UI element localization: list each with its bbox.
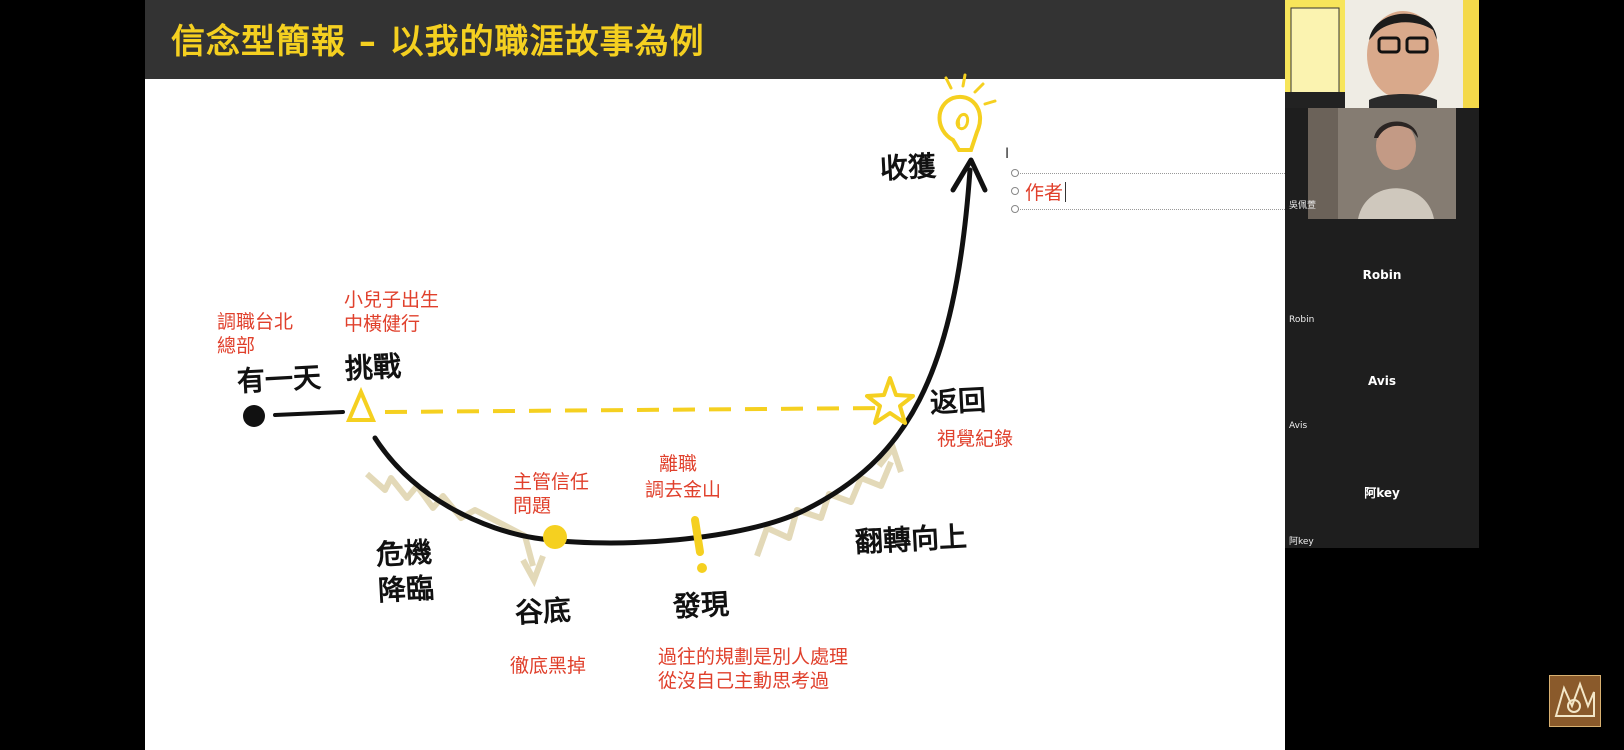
label-blackout: 徹底黑掉 <box>510 655 587 677</box>
curve-arrowhead <box>950 157 988 193</box>
label-return-sub: 視覺紀錄 <box>937 428 1014 450</box>
hand-bottom: 谷底 <box>514 593 572 630</box>
participant-name-center: 阿key <box>1364 486 1400 500</box>
lightbulb-swirl <box>955 113 970 131</box>
label-resign-line1: 離職 <box>659 453 698 475</box>
hand-crisis-line2: 降臨 <box>377 571 435 608</box>
label-child-line1: 小兒子出生 <box>344 289 440 311</box>
text-cursor-icon: I <box>1005 146 1010 162</box>
hand-gain: 收獲 <box>879 149 937 186</box>
author-textbox[interactable]: 作者 <box>1011 169 1285 213</box>
start-line <box>273 410 345 417</box>
hand-crisis-line1: 危機 <box>375 535 433 572</box>
hand-challenge: 挑戰 <box>344 349 402 386</box>
textbox-handle-ml[interactable] <box>1011 187 1019 195</box>
discover-exclamation <box>691 516 704 556</box>
textbox-handle-tl[interactable] <box>1011 169 1019 177</box>
label-transfer-line1: 調職台北 <box>217 311 294 333</box>
crisis-zigzag <box>365 471 536 567</box>
participant-name-small: Robin <box>1289 315 1315 325</box>
hand-return: 返回 <box>929 383 987 420</box>
label-trust: 主管信任 問題 <box>513 470 589 518</box>
label-transfer-line2: 總部 <box>217 335 256 357</box>
participant-name-label: 吳佩萱 <box>1289 201 1317 211</box>
label-resign-line2: 調去金山 <box>645 479 722 501</box>
participants-panel: 吳佩萱 Robin Robin Avis Avis 阿key 阿key <box>1285 0 1479 548</box>
slide-title-bar: 信念型簡報 – 以我的職涯故事為例 <box>145 0 1285 79</box>
turn-up-zigzag <box>754 460 894 558</box>
participant-name-small: 阿key <box>1289 537 1314 547</box>
label-plans-line1: 過往的規劃是別人處理 <box>658 646 849 668</box>
speaker-video-frame <box>1285 0 1479 108</box>
label-transfer: 調職台北 總部 <box>217 310 293 358</box>
textbox-bottom-border <box>1015 209 1285 210</box>
return-star <box>865 376 915 425</box>
participant-name-small: Avis <box>1289 421 1308 431</box>
participant-video-frame <box>1308 108 1456 219</box>
challenge-triangle <box>345 386 377 422</box>
participant-name-center: Avis <box>1368 374 1396 388</box>
textbox-top-border <box>1015 173 1285 174</box>
lightbulb-rays <box>944 73 997 106</box>
turn-up-arrowhead <box>876 441 904 473</box>
channel-logo-icon <box>1549 675 1601 727</box>
slide: 信念型簡報 – 以我的職涯故事為例 調職台北 總部 小兒子出生 <box>145 0 1285 750</box>
label-trust-line2: 問題 <box>513 495 552 517</box>
bottom-dot <box>543 525 567 549</box>
textbox-handle-bl[interactable] <box>1011 205 1019 213</box>
participant-tile-robin[interactable]: Robin Robin <box>1285 220 1479 326</box>
participant-tile-akey[interactable]: 阿key 阿key <box>1285 432 1479 548</box>
discover-exclamation-dot <box>697 563 707 573</box>
label-plans: 過往的規劃是別人處理 從沒自己主動思考過 <box>658 645 848 693</box>
gain-lightbulb <box>937 94 983 152</box>
participant-tile-avis[interactable]: Avis Avis <box>1285 326 1479 432</box>
hand-discover: 發現 <box>672 587 730 624</box>
main-curve <box>372 167 973 546</box>
hand-one-day: 有一天 <box>236 360 322 399</box>
author-text[interactable]: 作者 <box>1025 178 1066 205</box>
slide-title: 信念型簡報 – 以我的職涯故事為例 <box>171 22 705 62</box>
dashed-return-line <box>384 406 886 414</box>
participant-name-center: Robin <box>1362 268 1402 282</box>
start-dot <box>243 405 265 427</box>
label-trust-line1: 主管信任 <box>513 471 590 493</box>
label-child-line2: 中橫健行 <box>344 313 421 335</box>
crisis-arrowhead <box>520 554 546 588</box>
video-tile-participant[interactable] <box>1308 108 1456 219</box>
hand-crisis: 危機 降臨 <box>375 535 435 610</box>
video-tile-speaker[interactable] <box>1285 0 1479 108</box>
label-plans-line2: 從沒自己主動思考過 <box>658 670 830 692</box>
hand-turn-up: 翻轉向上 <box>854 520 968 559</box>
label-child: 小兒子出生 中橫健行 <box>344 288 439 336</box>
label-resign: 離職 調去金山 <box>645 452 721 502</box>
story-arc-diagram <box>243 73 997 588</box>
